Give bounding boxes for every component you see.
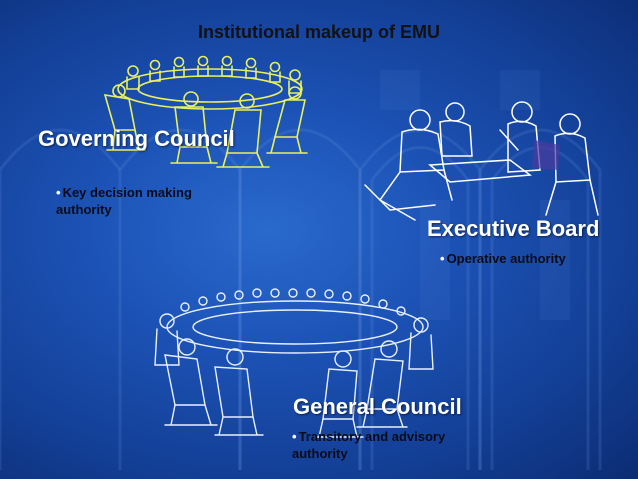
bullet-icon: • — [56, 185, 61, 200]
bullet-icon: • — [440, 251, 445, 266]
bullet-icon: • — [292, 429, 297, 444]
governing-council-note: •Key decision making authority — [56, 184, 226, 218]
executive-board-note: •Operative authority — [440, 250, 620, 267]
general-council-note-text: Transitory and advisory authority — [292, 429, 446, 461]
general-council-illustration — [154, 288, 434, 438]
executive-board-note-text: Operative authority — [446, 251, 566, 266]
governing-council-illustration — [103, 55, 308, 168]
general-council-heading: General Council — [293, 394, 462, 419]
governing-council-note-text: Key decision making authority — [56, 185, 192, 217]
executive-board-illustration — [364, 101, 599, 221]
general-council-note: •Transitory and advisory authority — [292, 428, 472, 462]
governing-council-heading: Governing Council — [38, 126, 235, 151]
executive-board-heading: Executive Board — [427, 216, 600, 241]
slide-title: Institutional makeup of EMU — [197, 22, 440, 42]
